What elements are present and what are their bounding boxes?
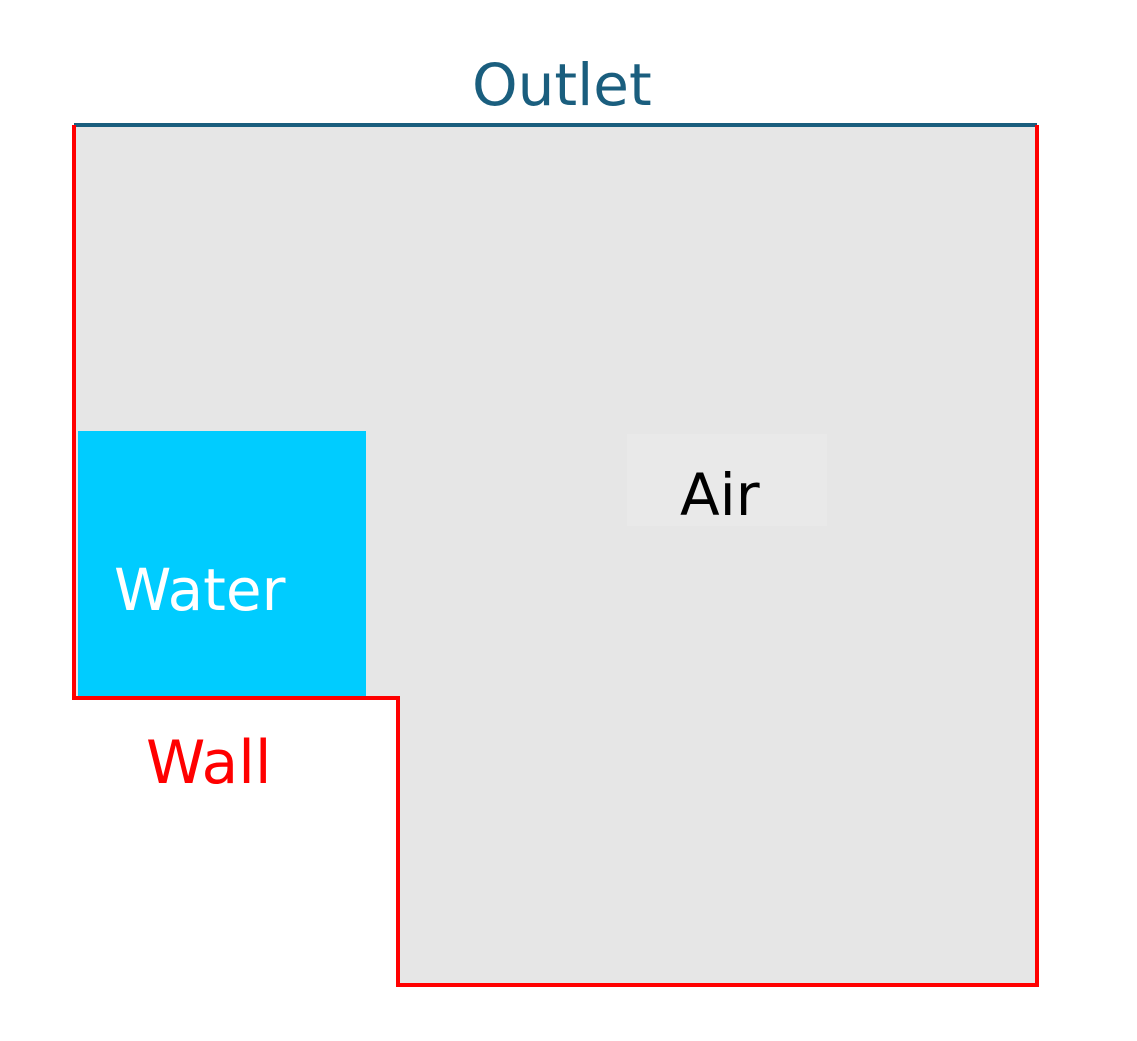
water-region <box>78 431 366 697</box>
water-label: Water <box>114 556 286 624</box>
air-region <box>74 126 1037 985</box>
wall-label: Wall <box>146 728 272 798</box>
air-label: Air <box>680 461 760 529</box>
outlet-label: Outlet <box>472 51 652 119</box>
wall-boundary <box>72 125 1039 987</box>
air-label-backdrop <box>627 434 827 526</box>
